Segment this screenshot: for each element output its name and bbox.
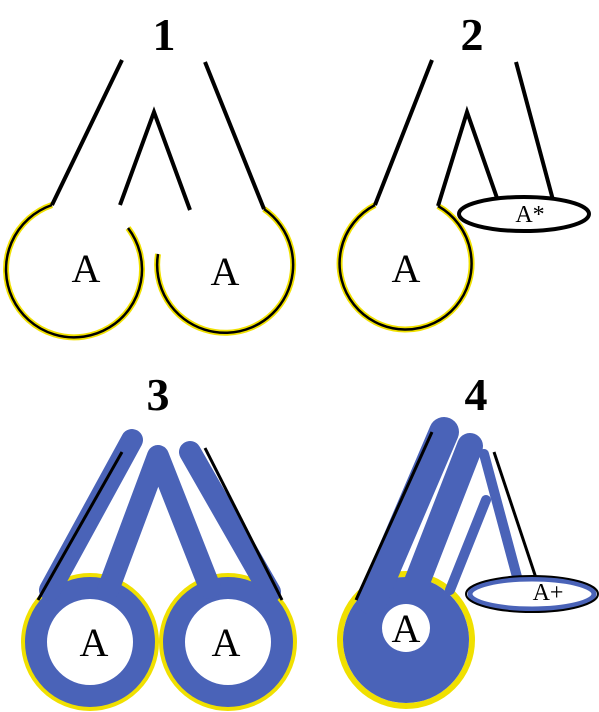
panel-3-label-right: A bbox=[212, 620, 241, 665]
panel-1-number: 1 bbox=[153, 9, 176, 60]
panel-2-number: 2 bbox=[461, 9, 484, 60]
panel-4: 4 A A+ bbox=[340, 369, 598, 706]
panel-3: 3 A A bbox=[24, 369, 294, 708]
panel-3-label-left: A bbox=[80, 620, 109, 665]
panel-2: 2 A A* bbox=[340, 9, 589, 329]
panel-2-inner-peak bbox=[438, 112, 497, 206]
panel-1-inner-peak bbox=[120, 112, 190, 210]
panel-2-right-stalk bbox=[516, 62, 553, 200]
panel-1-label-right: A bbox=[211, 249, 240, 294]
panel-4-label-disc: A+ bbox=[533, 580, 564, 606]
panel-4-number: 4 bbox=[465, 369, 488, 420]
panel-3-number: 3 bbox=[147, 369, 170, 420]
panel-2-label-vesicle: A bbox=[392, 246, 421, 291]
panel-2-left-stalk bbox=[375, 60, 432, 205]
panel-4-label-vesicle: A bbox=[392, 606, 421, 651]
panel-1-right-stalk bbox=[205, 62, 264, 209]
panel-1: 1 A A bbox=[6, 9, 293, 337]
panel-2-label-disc: A* bbox=[515, 202, 544, 228]
panel-1-left-stalk bbox=[52, 60, 122, 205]
panel-1-label-left: A bbox=[72, 246, 101, 291]
